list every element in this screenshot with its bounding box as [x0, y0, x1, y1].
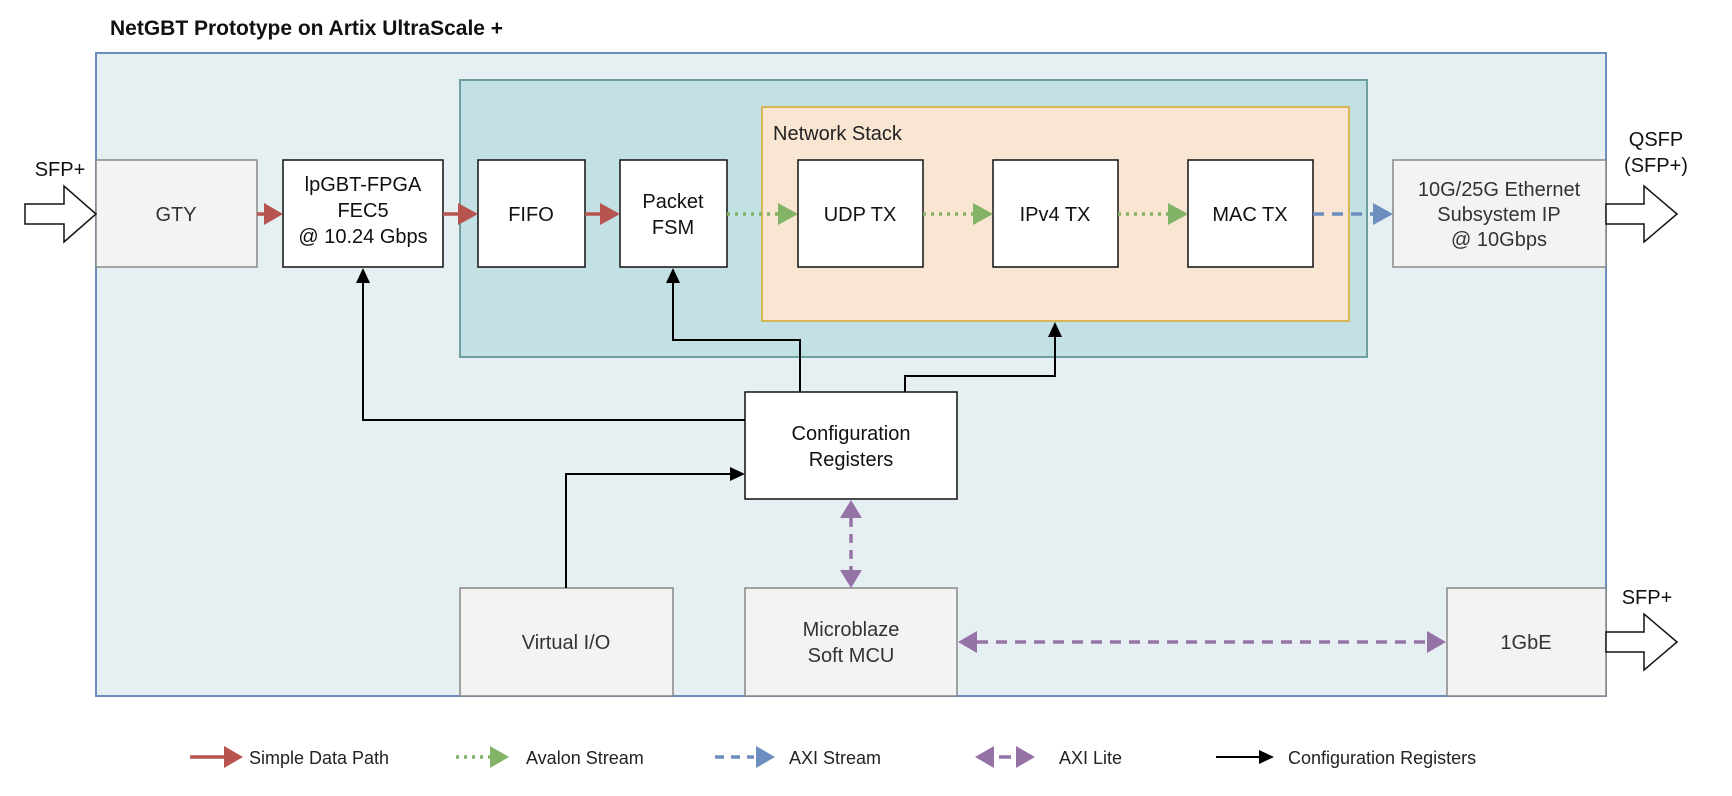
legend-label-simple-data-path: Simple Data Path: [249, 748, 389, 768]
axi-lite-connections: [840, 500, 1446, 653]
avalon-stream-connections: [727, 203, 1188, 225]
legend-label-configuration-registers: Configuration Registers: [1288, 748, 1476, 768]
udp-tx-label: UDP TX: [824, 204, 897, 226]
axi-stream-connection: [1313, 203, 1393, 225]
legend-item-axi-stream: AXI Stream: [715, 746, 881, 768]
gty-label: GTY: [155, 204, 196, 226]
microblaze-block: Microblaze Soft MCU: [744, 587, 958, 697]
simple-data-path-connections: [257, 203, 620, 225]
qsfp-port-label-1: QSFP: [1629, 129, 1683, 151]
fifo-block: FIFO: [477, 159, 586, 268]
legend-item-avalon-stream: Avalon Stream: [456, 746, 644, 768]
legend-label-axi-lite: AXI Lite: [1059, 748, 1122, 768]
lpgbt-label-3: @ 10.24 Gbps: [298, 226, 427, 248]
lpgbt-label-2: FEC5: [337, 200, 388, 222]
udp-tx-block: UDP TX: [797, 159, 924, 268]
legend-item-configuration-registers: Configuration Registers: [1216, 748, 1476, 768]
sfp-output-port-arrow: [1605, 612, 1679, 672]
qsfp-output-port-arrow: [1605, 184, 1679, 244]
lpgbt-block: lpGBT-FPGA FEC5 @ 10.24 Gbps: [282, 159, 444, 268]
config-registers-label-1: Configuration: [792, 423, 911, 445]
sfp-input-port-label: SFP+: [35, 159, 86, 181]
virtual-io-block: Virtual I/O: [459, 587, 674, 697]
fifo-label: FIFO: [508, 204, 554, 226]
ethernet-ip-label-3: @ 10Gbps: [1451, 229, 1547, 251]
gbe-block: 1GbE: [1446, 587, 1607, 697]
legend-item-axi-lite: AXI Lite: [975, 746, 1122, 768]
sfp-output-port-label: SFP+: [1622, 587, 1673, 609]
ipv4-tx-label: IPv4 TX: [1020, 204, 1091, 226]
lpgbt-label-1: lpGBT-FPGA: [305, 174, 422, 196]
mac-tx-label: MAC TX: [1212, 204, 1287, 226]
sfp-input-port-arrow: [24, 184, 98, 244]
ethernet-ip-block: 10G/25G Ethernet Subsystem IP @ 10Gbps: [1392, 159, 1607, 268]
virtual-io-label: Virtual I/O: [522, 632, 611, 654]
packet-fsm-label-2: FSM: [652, 217, 694, 239]
config-registers-block: Configuration Registers: [744, 391, 958, 500]
diagram-title: NetGBT Prototype on Artix UltraScale +: [110, 17, 503, 40]
legend-label-avalon-stream: Avalon Stream: [526, 748, 644, 768]
packet-fsm-block: Packet FSM: [619, 159, 728, 268]
legend-item-simple-data-path: Simple Data Path: [190, 746, 389, 768]
qsfp-port-label-2: (SFP+): [1624, 155, 1688, 177]
gbe-label: 1GbE: [1500, 632, 1551, 654]
ethernet-ip-label-2: Subsystem IP: [1437, 204, 1560, 226]
ethernet-ip-label-1: 10G/25G Ethernet: [1418, 179, 1581, 201]
legend: Simple Data Path Avalon Stream AXI Strea…: [190, 746, 1476, 768]
network-stack-label: Network Stack: [773, 123, 903, 145]
config-registers-label-2: Registers: [809, 449, 893, 471]
configuration-register-arrowheads: [356, 268, 1062, 481]
configuration-register-connections: [362, 282, 1056, 588]
packet-fsm-label-1: Packet: [642, 191, 704, 213]
microblaze-label-1: Microblaze: [803, 619, 900, 641]
ipv4-tx-block: IPv4 TX: [992, 159, 1119, 268]
microblaze-label-2: Soft MCU: [808, 645, 895, 667]
gty-block: GTY: [95, 159, 258, 268]
legend-label-axi-stream: AXI Stream: [789, 748, 881, 768]
mac-tx-block: MAC TX: [1187, 159, 1314, 268]
